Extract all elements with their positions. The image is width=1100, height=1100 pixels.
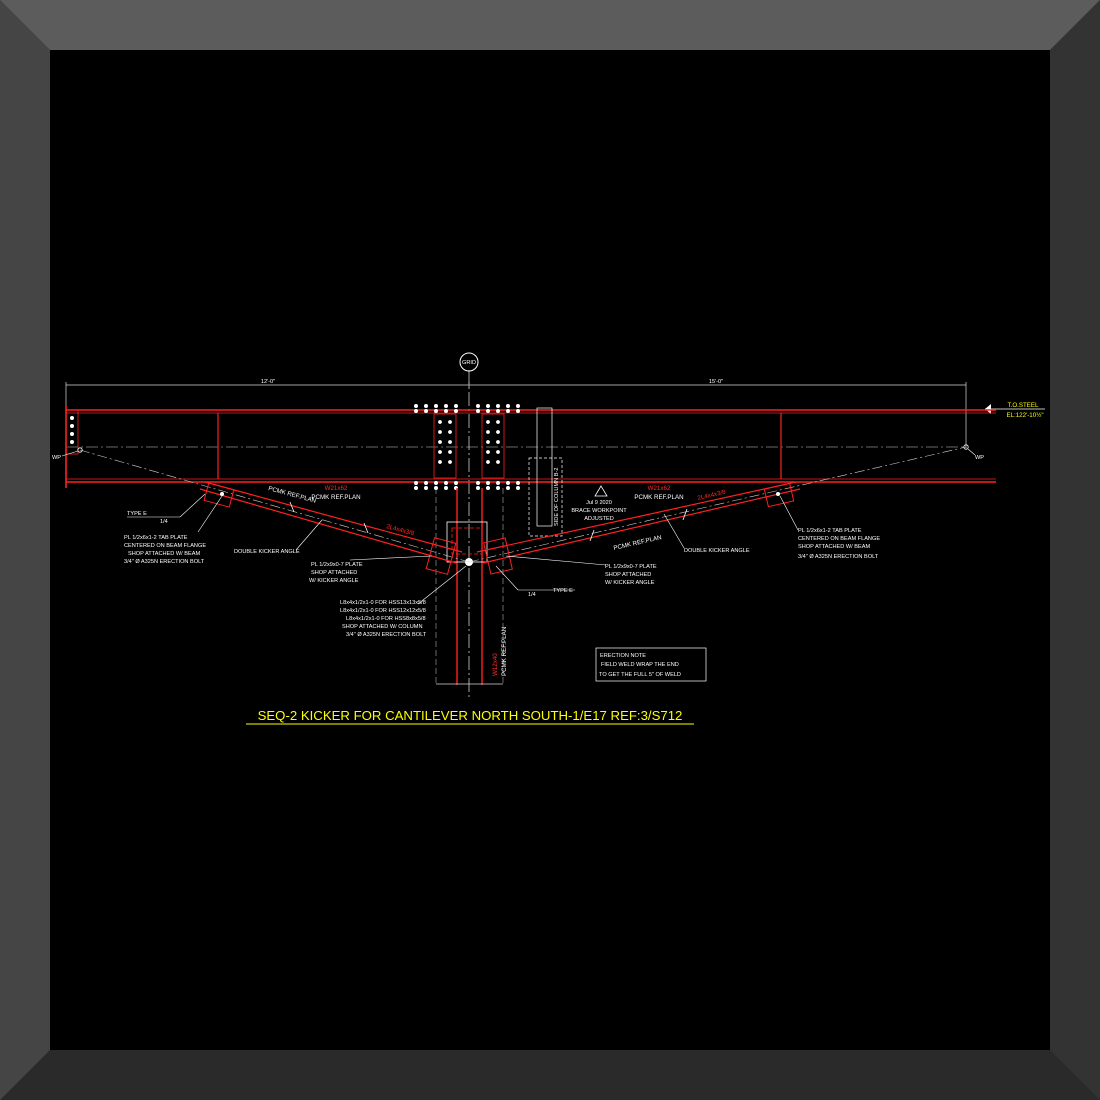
erection-note-title: ERECTION NOTE [600, 653, 646, 659]
tab-plate-right-leader [779, 495, 799, 531]
dimension-right: 15'-0" [709, 379, 723, 385]
tos-marker-icon [985, 404, 991, 414]
plate-left-line-3: W/ KICKER ANGLE [309, 578, 359, 584]
brace-note-line-1: Jul 9 2020 [586, 500, 612, 506]
column-angles-line-1: L8x4x1/2x1-0 FOR HSS13x13x5/8 [340, 600, 426, 606]
weld-symbol-right: 1/4 [528, 592, 536, 598]
beam-right-ref: PCMK REF.PLAN [634, 494, 683, 501]
column-angles-line-5: 3/4" Ø A325N ERECTION BOLT [346, 632, 427, 638]
splice-plate-right [481, 413, 505, 479]
frame-bottom-bevel [0, 1050, 1100, 1100]
kicker-right-ref: PCMK REF.PLAN [613, 534, 662, 552]
drawing-title: SEQ-2 KICKER FOR CANTILEVER NORTH SOUTH-… [258, 708, 683, 723]
kicker-plate-left [425, 537, 457, 575]
tab-plate-right-line-4: 3/4" Ø A325N ERECTION BOLT [798, 554, 879, 560]
double-kicker-right-label: DOUBLE KICKER ANGLE [684, 548, 750, 554]
dimension-left: 12'-0" [261, 379, 275, 385]
splice-bolts-right [486, 420, 500, 464]
kicker-left-bottom [199, 488, 457, 564]
column-side-label: SIDE OF COLUMN B-2 [554, 468, 560, 526]
wp-right-leader [967, 448, 976, 456]
flange-bolts-bottom [414, 481, 520, 490]
top-of-steel-label: T.O.STEEL [1008, 402, 1040, 409]
grid-tag: GRID [462, 360, 476, 366]
beam-end-connection [65, 409, 79, 455]
erection-note-line-1: FIELD WELD WRAP THE END [601, 662, 679, 668]
erection-note-box [595, 647, 707, 682]
type-left-arrow [179, 493, 206, 518]
wp-right-icon [963, 444, 969, 450]
wp-left-label: WP [52, 455, 61, 461]
plate-left-line-1: PL 1/2x9x0-7 PLATE [311, 562, 363, 568]
tab-bolt-right [776, 492, 780, 496]
column-clip-angle [451, 527, 483, 555]
tab-plate-left-line-2: CENTERED ON BEAM FLANGE [124, 543, 206, 549]
tab-plate-right-line-1: PL 1/2x6x1-2 TAB PLATE [798, 528, 862, 534]
plate-left-line-2: SHOP ATTACHED [311, 570, 357, 576]
brace-note-line-2: BRACE WORKPOINT [571, 508, 627, 514]
kicker-left-top [204, 481, 463, 553]
splice-plate-left [433, 413, 457, 479]
double-kicker-left-label: DOUBLE KICKER ANGLE [234, 549, 300, 555]
frame-right-bevel [1050, 0, 1100, 1100]
wp-right-label: WP [975, 455, 984, 461]
revision-triangle-icon [594, 485, 608, 497]
kicker-left-workline [79, 449, 470, 563]
drawing-canvas [50, 50, 1050, 1050]
kicker-ticks [289, 501, 688, 542]
flange-bolts-top [414, 404, 520, 413]
frame-top-bevel [0, 0, 1100, 50]
wp-left-icon [77, 447, 83, 453]
column-angles-line-4: SHOP ATTACHED W/ COLUMN [342, 624, 423, 630]
plate-right-line-3: W/ KICKER ANGLE [605, 580, 655, 586]
tab-plate-right-line-3: SHOP ATTACHED W/ BEAM [798, 544, 870, 550]
column-angles-leader [417, 565, 467, 605]
type-right-label: TYPE E [553, 588, 573, 594]
column-side-label-box [528, 457, 563, 537]
beam-left-ref: PCMK REF.PLAN [311, 494, 360, 501]
column-angles-line-3: L8x4x1/2x1-0 FOR HSS8x8x5/8 [346, 616, 426, 622]
plate-right-line-2: SHOP ATTACHED [605, 572, 651, 578]
type-right-arrow [495, 565, 519, 591]
tab-plate-left-line-3: SHOP ATTACHED W/ BEAM [128, 551, 200, 557]
kicker-plate-right [483, 537, 513, 575]
tab-plate-right [763, 482, 795, 508]
tab-plate-left-line-1: PL 1/2x6x1-2 TAB PLATE [124, 535, 188, 541]
kicker-right-bottom [482, 488, 801, 564]
double-kicker-right-leader [663, 513, 685, 549]
beam-left-mark: W21x62 [325, 485, 348, 492]
tab-plate-left-line-4: 3/4" Ø A325N ERECTION BOLT [124, 559, 205, 565]
brace-note-line-3: ADJUSTED [584, 516, 614, 522]
weld-symbol-left: 1/4 [160, 519, 168, 525]
grid-bubble [459, 352, 479, 372]
erection-note-line-2: TO GET THE FULL 5" OF WELD [599, 672, 681, 678]
column-side-plate [536, 407, 553, 527]
frame-left-bevel [0, 0, 50, 1100]
elevation-label: EL:122'-10½" [1006, 412, 1043, 419]
splice-bolts-left [438, 420, 452, 464]
plate-right-line-1: PL 1/2x9x0-7 PLATE [605, 564, 657, 570]
tab-plate-right-line-2: CENTERED ON BEAM FLANGE [798, 536, 880, 542]
kicker-right-top [476, 481, 797, 553]
tab-bolt-left [220, 492, 224, 496]
kicker-right-workline [468, 446, 967, 563]
beam-end-bolts [70, 416, 74, 444]
column-angles-line-2: L8x4x1/2x1-0 FOR HSS12x12x5/8 [340, 608, 426, 614]
beam-right-mark: W21x62 [648, 485, 671, 492]
plate-left-leader [349, 555, 433, 561]
tab-plate-left-leader [197, 495, 223, 533]
kicker-left-ref: PCMK REF.PLAN [267, 485, 316, 504]
type-left-label: TYPE E [127, 511, 147, 517]
column-member: W12x40 [492, 653, 499, 676]
wp-left-leader [61, 450, 79, 457]
column-ref: PCMK REF.PLAN [501, 627, 508, 676]
double-kicker-left-leader [295, 519, 323, 551]
plate-right-leader [505, 555, 607, 566]
